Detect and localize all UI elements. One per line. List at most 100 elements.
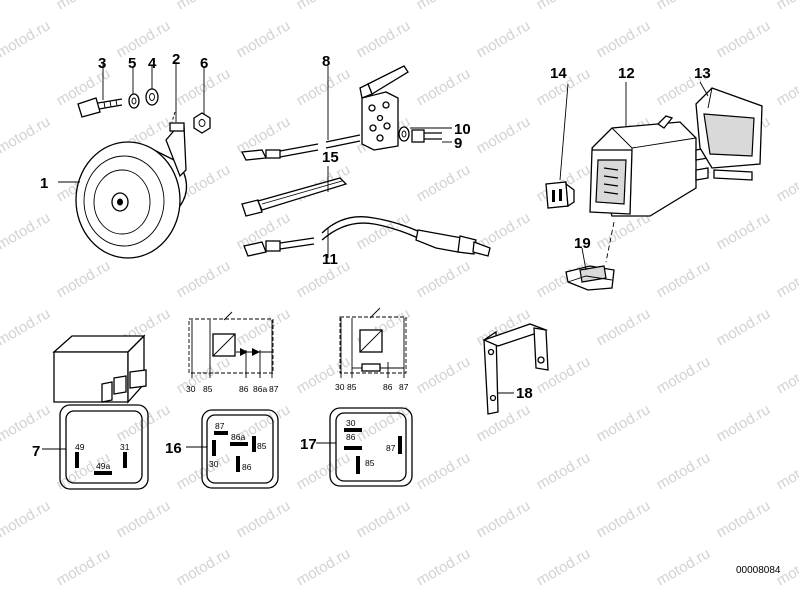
watermark-text: motod.ru (114, 17, 174, 61)
control-module-12 (589, 115, 709, 217)
sensor-wire-11 (243, 216, 491, 257)
watermark-text: motod.ru (774, 257, 799, 301)
watermark-text: motod.ru (654, 353, 714, 397)
pin-label: 85 (347, 382, 357, 392)
bolt-3 (77, 97, 123, 118)
watermark-text: motod.ru (174, 545, 234, 589)
clip-19 (565, 265, 615, 291)
washer-10 (398, 126, 410, 142)
watermark-text: motod.ru (414, 449, 474, 493)
watermark-text: motod.ru (54, 257, 114, 301)
watermark-text: motod.ru (54, 0, 114, 13)
pin-label: 49a (96, 461, 110, 471)
watermark-text: motod.ru (294, 449, 354, 493)
pin-label: 85 (257, 441, 267, 451)
part-number-label: 16 (165, 440, 182, 457)
watermark-text: motod.ru (654, 545, 714, 589)
watermark-text: motod.ru (774, 449, 799, 493)
part-number-label: 15 (322, 149, 339, 166)
pin-label: 31 (120, 442, 130, 452)
watermark-text: motod.ru (54, 545, 114, 589)
watermark-text: motod.ru (474, 497, 534, 541)
watermark-text: motod.ru (654, 257, 714, 301)
watermark-text: motod.ru (594, 401, 654, 445)
watermark-text: motod.ru (414, 161, 474, 205)
part-number-label: 17 (300, 436, 317, 453)
watermark-text: motod.ru (714, 497, 774, 541)
part-number-label: 1 (40, 175, 48, 192)
watermark-text: motod.ru (354, 17, 414, 61)
part-number-label: 11 (322, 251, 338, 268)
pin-label: 87 (269, 384, 279, 394)
pinout-17 (329, 407, 413, 487)
part-number-label: 9 (454, 135, 462, 152)
fuse-14 (545, 181, 575, 209)
pin-label: 86a (231, 432, 245, 442)
watermark-text: motod.ru (534, 545, 594, 589)
part-number-label: 10 (454, 121, 471, 138)
pin-label: 86 (242, 462, 252, 472)
pin-label: 87 (399, 382, 409, 392)
pinout-7 (59, 404, 149, 490)
watermark-text: motod.ru (474, 17, 534, 61)
washer-5 (128, 93, 140, 109)
watermark-text: motod.ru (714, 17, 774, 61)
watermark-text: motod.ru (714, 305, 774, 349)
watermark-text: motod.ru (594, 17, 654, 61)
watermark-text: motod.ru (714, 401, 774, 445)
part-number-label: 19 (574, 235, 591, 252)
watermark-text: motod.ru (0, 209, 53, 253)
watermark-text: motod.ru (174, 449, 234, 493)
part-number-label: 8 (322, 53, 330, 70)
part-number-label: 3 (98, 55, 106, 72)
pin-label: 85 (365, 458, 375, 468)
washer-4 (145, 88, 159, 106)
flasher-relay-7 (52, 334, 147, 404)
pin-label: 86 (239, 384, 249, 394)
watermark-text: motod.ru (714, 209, 774, 253)
watermark-text: motod.ru (174, 0, 234, 13)
watermark-text: motod.ru (474, 113, 534, 157)
pin-label: 49 (75, 442, 85, 452)
watermark-text: motod.ru (414, 257, 474, 301)
pin-label: 87 (215, 421, 225, 431)
part-number-label: 2 (172, 51, 180, 68)
pin-label: 86 (383, 382, 393, 392)
relay-schematic-16 (188, 311, 274, 378)
relay-bracket-8 (359, 65, 409, 151)
pin-label: 30 (346, 418, 356, 428)
watermark-text: motod.ru (594, 497, 654, 541)
watermark-text: motod.ru (774, 65, 799, 109)
cable-tie-15 (241, 177, 348, 217)
watermark-text: motod.ru (354, 209, 414, 253)
pin-label: 86 (346, 432, 356, 442)
watermark-text: motod.ru (114, 401, 174, 445)
diagram-reference: 00008084 (736, 565, 781, 576)
bracket-18 (482, 323, 549, 415)
part-number-label: 14 (550, 65, 567, 82)
watermark-text: motod.ru (414, 545, 474, 589)
leader-lines (42, 62, 709, 450)
watermark-text: motod.ru (654, 0, 714, 13)
watermark-text: motod.ru (654, 449, 714, 493)
part-number-label: 13 (694, 65, 711, 82)
watermark-text: motod.ru (294, 545, 354, 589)
watermark-text: motod.ru (594, 305, 654, 349)
watermark-text: motod.ru (774, 353, 799, 397)
watermark-text: motod.ru (294, 65, 354, 109)
pin-label: 86a (253, 384, 267, 394)
watermark-text: motod.ru (234, 17, 294, 61)
watermark-text: motod.ru (774, 161, 799, 205)
part-number-label: 18 (516, 385, 533, 402)
watermark-text: motod.ru (354, 497, 414, 541)
pinout-16 (201, 409, 279, 489)
watermark-text: motod.ru (0, 17, 53, 61)
part-number-label: 7 (32, 443, 40, 460)
watermark-text: motod.ru (0, 401, 53, 445)
part-number-label: 6 (200, 55, 208, 72)
connector-wire-8 (240, 134, 361, 161)
cover-13 (695, 87, 763, 181)
watermark-text: motod.ru (474, 401, 534, 445)
pin-label: 30 (186, 384, 196, 394)
